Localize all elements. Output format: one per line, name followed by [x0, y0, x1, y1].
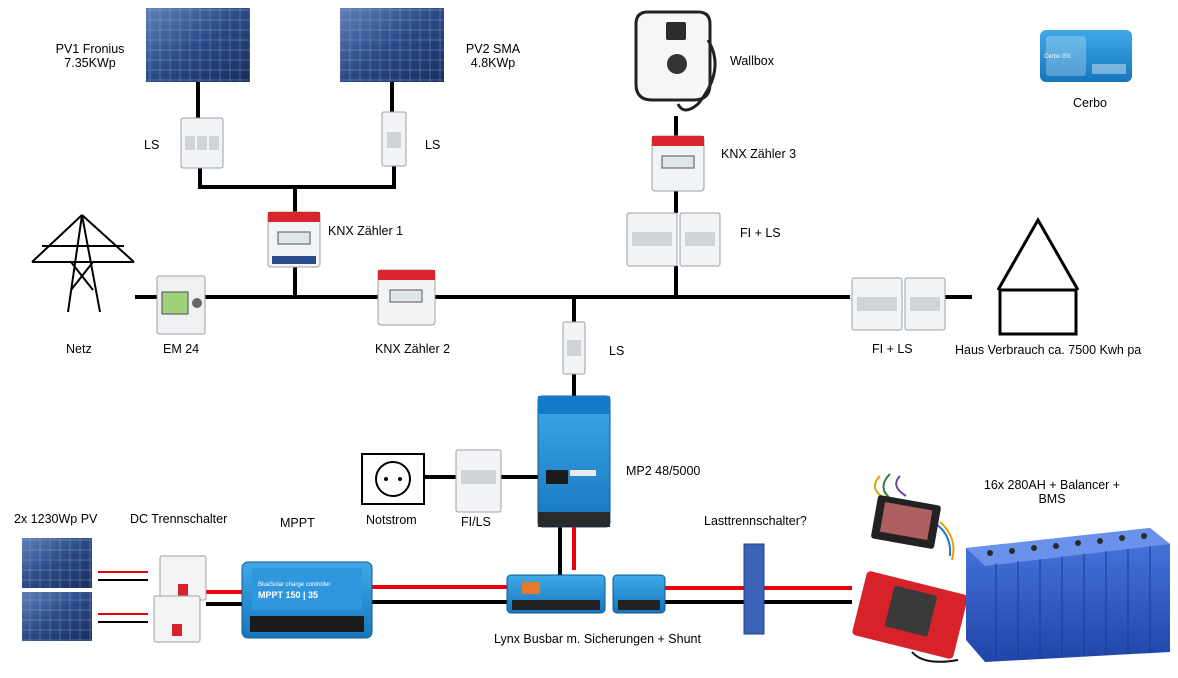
- wallbox-fi-ls-label: FI + LS: [740, 226, 781, 240]
- small-solar-panel-bottom: [22, 592, 92, 641]
- house-fi-ls-label: FI + LS: [872, 342, 913, 356]
- pv1-ls-label: LS: [144, 138, 160, 152]
- load-disconnect-label: Lasttrennschalter?: [704, 514, 807, 528]
- dc-disconnect-switch: [153, 555, 207, 643]
- house-icon: [996, 216, 1080, 336]
- pv2-solar-panel: [340, 8, 444, 82]
- load-disconnect-switch: [743, 543, 765, 635]
- pv1-ls-breaker: [180, 117, 224, 169]
- knx-meter-3-label: KNX Zähler 3: [721, 147, 797, 161]
- cerbo-gx-device: [1040, 30, 1132, 82]
- multiplus-inverter: [537, 395, 611, 528]
- notstrom-fi-ls-label: FI/LS: [461, 515, 491, 529]
- lynx-busbar: [506, 574, 606, 614]
- small-pv-label: 2x 1230Wp PV: [14, 512, 98, 526]
- knx-meter-2: [377, 269, 436, 326]
- lynx-shunt: [612, 574, 666, 614]
- wallbox-label: Wallbox: [730, 54, 774, 68]
- multiplus-label: MP2 48/5000: [626, 464, 701, 478]
- mppt-model-text: MPPT 150 | 35: [258, 590, 319, 600]
- pv2-label: PV2 SMA 4.8KWp: [465, 42, 521, 70]
- bms-board: [852, 571, 968, 663]
- house-fi-ls-breakers: [851, 277, 946, 331]
- dc-switch-label: DC Trennschalter: [130, 512, 228, 526]
- lynx-label: Lynx Busbar m. Sicherungen + Shunt: [494, 632, 701, 646]
- mid-ls-label: LS: [609, 344, 625, 358]
- cerbo-label: Cerbo: [1072, 96, 1108, 110]
- mppt-brand-text: BlueSolar charge controller: [258, 582, 331, 588]
- pv2-ls-label: LS: [425, 138, 441, 152]
- notstrom-label: Notstrom: [366, 513, 417, 527]
- house-consumption-label: Haus Verbrauch ca. 7500 Kwh pa: [955, 343, 1142, 357]
- mppt-charge-controller: [241, 561, 373, 639]
- em24-label: EM 24: [163, 342, 200, 356]
- mid-ls-breaker: [562, 321, 586, 375]
- knx-meter-1: [267, 211, 321, 268]
- ac-wiring: [135, 82, 972, 606]
- netz-label: Netz: [66, 342, 92, 356]
- notstrom-fi-ls-breaker: [455, 449, 502, 513]
- cerbo-device-text: Cerbo GX: [1044, 54, 1071, 60]
- battery-label: 16x 280AH + Balancer + BMS: [983, 478, 1121, 506]
- pv1-label: PV1 Fronius 7.35KWp: [55, 42, 125, 70]
- pv1-solar-panel: [146, 8, 250, 82]
- pv2-ls-breaker: [381, 111, 407, 167]
- knx-meter-1-label: KNX Zähler 1: [328, 224, 404, 238]
- pv-string-wiring: [98, 571, 148, 623]
- lifepo4-battery-pack: [966, 528, 1170, 662]
- emergency-socket-icon: [361, 453, 425, 505]
- em24-energy-meter: [156, 275, 206, 335]
- mppt-label: MPPT: [280, 516, 315, 530]
- wallbox-device: [634, 10, 717, 112]
- grid-pylon-icon: [31, 214, 135, 313]
- wallbox-fi-ls-breakers: [626, 212, 721, 267]
- small-solar-panel-top: [22, 538, 92, 588]
- knx-meter-2-label: KNX Zähler 2: [375, 342, 451, 356]
- balancer-board: [871, 473, 955, 561]
- knx-meter-3: [651, 135, 705, 192]
